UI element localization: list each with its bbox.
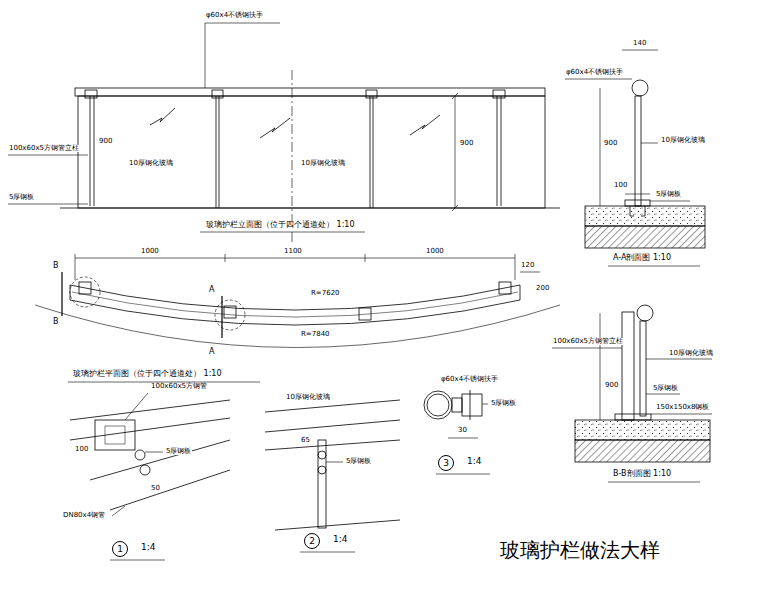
drawing-annotation: A-A剖面图 1:10	[612, 254, 672, 262]
drawing-annotation: 140	[632, 40, 647, 47]
drawing-annotation: 200	[535, 285, 550, 292]
drawing-annotation: 5厚钢板	[165, 448, 192, 455]
drawing-annotation: B-B剖面图 1:10	[612, 470, 672, 478]
drawing-annotation: 1000	[140, 248, 160, 255]
drawing-annotation: 100x60x5方钢管立柱	[552, 338, 624, 345]
sheet-title: 玻璃护栏做法大样	[500, 540, 660, 560]
drawing-annotation: 900	[603, 140, 618, 147]
drawing-annotation: 玻璃护栏立面图（位于四个通道处） 1:10	[205, 221, 356, 229]
drawing-annotation: 65	[300, 437, 311, 444]
drawing-annotation: 900	[604, 382, 619, 389]
drawing-annotation: 10厚钢化玻璃	[285, 394, 331, 401]
detail-callout-circle: 1	[112, 541, 128, 557]
drawing-annotation: 1000	[425, 248, 445, 255]
drawing-annotation: 5厚钢板	[345, 458, 372, 465]
drawing-annotation: 1:4	[332, 535, 348, 544]
callout-number: 3	[443, 459, 449, 468]
drawing-annotation: 10厚钢化玻璃	[128, 160, 174, 167]
drawing-annotation: 900	[98, 138, 113, 145]
drawing-annotation: φ60x4不锈钢扶手	[440, 376, 499, 383]
drawing-annotation: 10厚钢化玻璃	[668, 350, 714, 357]
drawing-annotation: A	[208, 348, 215, 356]
drawing-annotation: 100x60x5方钢管立柱	[8, 145, 80, 152]
drawing-annotation: 120	[520, 262, 535, 269]
drawing-annotation: 30	[457, 427, 468, 434]
drawing-annotation: B	[52, 262, 60, 270]
drawing-annotation: 1100	[283, 248, 303, 255]
drawing-annotation: 10厚钢化玻璃	[300, 160, 346, 167]
drawing-annotation: DN80x4钢管	[62, 512, 106, 519]
detail-callout-circle: 3	[438, 455, 454, 471]
drawing-annotation: 5厚钢板	[655, 191, 682, 198]
drawing-annotation: 1:4	[140, 543, 156, 552]
drawing-annotation: R=7620	[310, 290, 341, 297]
drawing-annotation: 100	[74, 446, 89, 453]
detail-callout-circle: 2	[304, 533, 320, 549]
drawing-annotation: 100	[613, 182, 628, 189]
drawing-annotation: φ60x4不锈钢扶手	[205, 12, 264, 19]
callout-number: 2	[309, 537, 315, 546]
drawing-annotation: 50	[150, 485, 161, 492]
drawing-annotation: 5厚钢板	[652, 385, 679, 392]
drawing-annotation: R=7840	[300, 331, 331, 338]
drawing-annotation: 玻璃护栏平面图（位于四个通道处） 1:10	[72, 370, 223, 378]
drawing-annotation: 900	[459, 140, 474, 147]
drawing-annotation: 5厚钢板	[490, 400, 517, 407]
drawing-annotation: 5厚钢板	[8, 194, 35, 201]
drawing-annotation: φ60x4不锈钢扶手	[565, 69, 624, 76]
callout-number: 1	[117, 545, 123, 554]
drawing-annotation: 150x150x8钢板	[655, 404, 710, 411]
drawing-annotation: 100x60x5方钢管	[150, 383, 208, 390]
drawing-annotation: A	[208, 286, 215, 294]
drawing-annotation: 1:4	[466, 457, 482, 466]
drawing-annotation: B	[52, 318, 60, 326]
drawing-annotation: 10厚钢化玻璃	[660, 137, 706, 144]
